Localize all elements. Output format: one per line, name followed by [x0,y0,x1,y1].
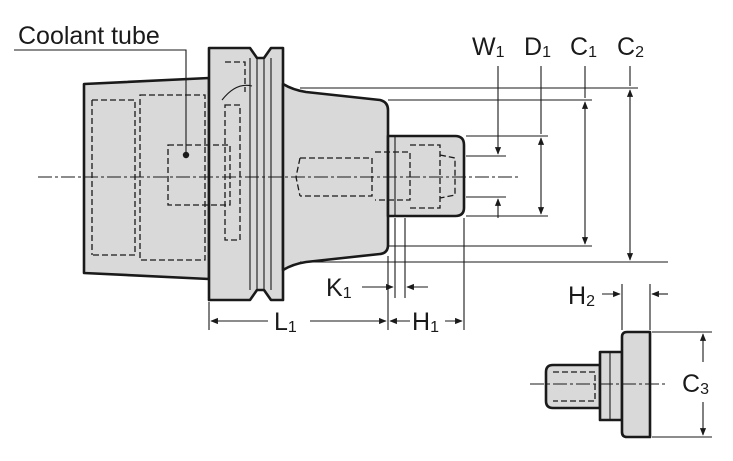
dimension-C1: C1 [388,33,597,247]
adapter-neck [598,350,624,422]
dim-D1-label: D1 [524,33,551,61]
dimension-L1: L1 [208,256,389,336]
dim-K1-label: K1 [326,274,352,302]
coolant-tube-callout: Coolant tube [14,22,190,159]
tool-holder-body [82,46,466,302]
dim-H1-label: H1 [412,308,439,336]
dimension-H1: H1 [389,218,465,336]
dim-C3-label: C3 [682,370,709,398]
dim-C1-label: C1 [570,33,597,61]
dimension-W1: W1 [466,33,506,218]
taper-shank [82,76,211,281]
dim-W1-label: W1 [472,33,505,61]
taper-cone [281,82,390,272]
dimension-C3: C3 [652,331,712,438]
nose-spigot [386,134,466,218]
adapter-detail-view [530,330,668,439]
adapter-shank [544,363,602,410]
dim-C2-label: C2 [617,33,644,61]
coolant-tube-label: Coolant tube [18,22,160,50]
dimension-C2: C2 [300,33,668,263]
dim-L1-label: L1 [274,308,297,336]
dimension-H2: H2 [568,282,668,330]
dim-H2-label: H2 [568,282,595,310]
